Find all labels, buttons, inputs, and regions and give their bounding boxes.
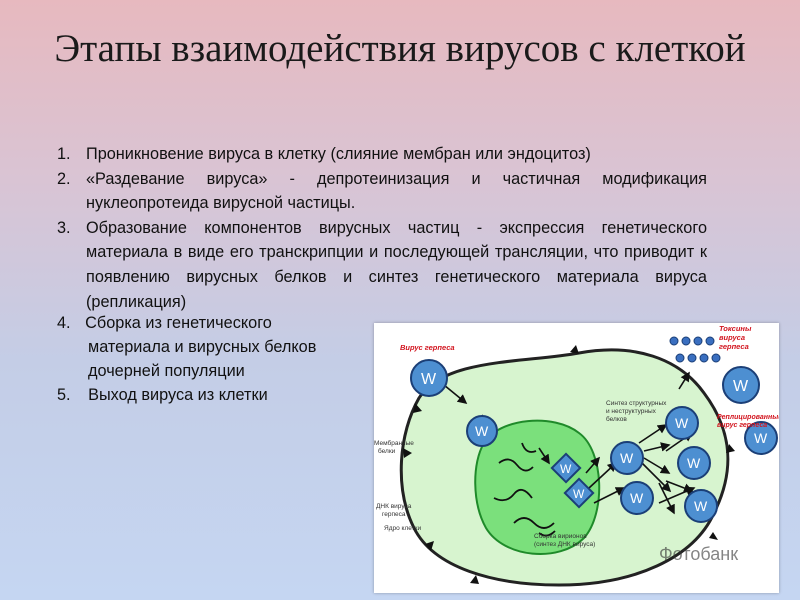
- item-number: 1.: [57, 145, 71, 163]
- svg-text:W: W: [620, 450, 634, 466]
- membrane-proteins: [403, 345, 735, 584]
- item-text: «Раздевание вируса» - депротеинизация и …: [86, 169, 707, 213]
- list-item: 2. «Раздевание вируса» - депротеинизация…: [57, 167, 707, 216]
- viral-dna: [493, 442, 556, 537]
- list-item: 1. Проникновение вируса в клетку (слияни…: [57, 142, 707, 167]
- virus-particles: W W W W W W W W W W W: [410, 359, 778, 523]
- svg-text:W: W: [421, 371, 437, 388]
- flow-arrows: [443, 371, 696, 515]
- label-herpes-virus: Вирус герпеса: [400, 343, 455, 352]
- item-text: Сборка из генетического: [85, 314, 272, 332]
- item-number: 4.: [57, 314, 71, 332]
- label-synthesis-1: Синтез структурных: [606, 400, 667, 407]
- list-item-4-line1: 4. Сборка из генетического: [57, 311, 272, 336]
- svg-text:W: W: [687, 455, 701, 471]
- item-text: Выход вируса из клетки: [88, 386, 268, 404]
- item-number: 3.: [57, 218, 71, 237]
- label-membrane-2: белки: [378, 447, 396, 455]
- label-toxins-1: Токсины: [719, 324, 752, 333]
- svg-text:W: W: [675, 415, 689, 431]
- diagram-labels: Вирус герпеса Токсины вируса герпеса Син…: [374, 324, 779, 564]
- list-item-4-line2: материала и вирусных белков: [88, 338, 317, 356]
- svg-text:W: W: [475, 423, 489, 439]
- diagram-canvas: W W W W W W W W W W W Вирус герпеса Токс…: [374, 324, 779, 587]
- slide-title: Этапы взаимодействия вирусов с клеткой: [54, 27, 746, 70]
- label-dna-2: герпеса: [382, 511, 406, 518]
- svg-text:W: W: [560, 462, 572, 476]
- label-replicated-2: вирус герпеса: [717, 422, 767, 429]
- label-toxins-3: герпеса: [719, 342, 749, 351]
- svg-text:W: W: [630, 490, 644, 506]
- label-assembly-1: Сборка вирионов: [534, 532, 587, 540]
- virus-cycle-diagram: W W W W W W W W W W W Вирус герпеса Токс…: [374, 323, 779, 593]
- list-item-5: 5. Выход вируса из клетки: [57, 383, 268, 408]
- svg-text:W: W: [754, 430, 768, 446]
- nucleus: [474, 419, 601, 555]
- label-replicated-1: Реплицированный: [717, 413, 779, 421]
- list-item: 3. Образование компонентов вирусных част…: [57, 216, 707, 314]
- item-text: Проникновение вируса в клетку (слияние м…: [86, 145, 591, 163]
- watermark-text: Фотобанк: [659, 544, 738, 564]
- label-assembly-2: (синтез ДНК вируса): [534, 541, 595, 548]
- label-nucleus: Ядро клетки: [384, 525, 421, 532]
- item-text: Образование компонентов вирусных частиц …: [86, 218, 707, 311]
- label-synthesis-3: белков: [606, 415, 627, 423]
- label-synthesis-2: и неструктурных: [606, 408, 657, 415]
- svg-text:W: W: [733, 378, 749, 395]
- label-membrane-1: Мембранные: [374, 439, 414, 447]
- label-dna-1: ДНК вируса: [376, 503, 412, 510]
- item-number: 5.: [57, 386, 71, 404]
- list-item-4-line3: дочерней популяции: [88, 362, 245, 380]
- svg-text:W: W: [694, 498, 708, 514]
- stages-list: 1. Проникновение вируса в клетку (слияни…: [57, 142, 707, 314]
- item-number: 2.: [57, 169, 71, 188]
- svg-text:W: W: [573, 487, 585, 501]
- toxin-molecules: [669, 336, 721, 363]
- label-toxins-2: вируса: [719, 333, 745, 342]
